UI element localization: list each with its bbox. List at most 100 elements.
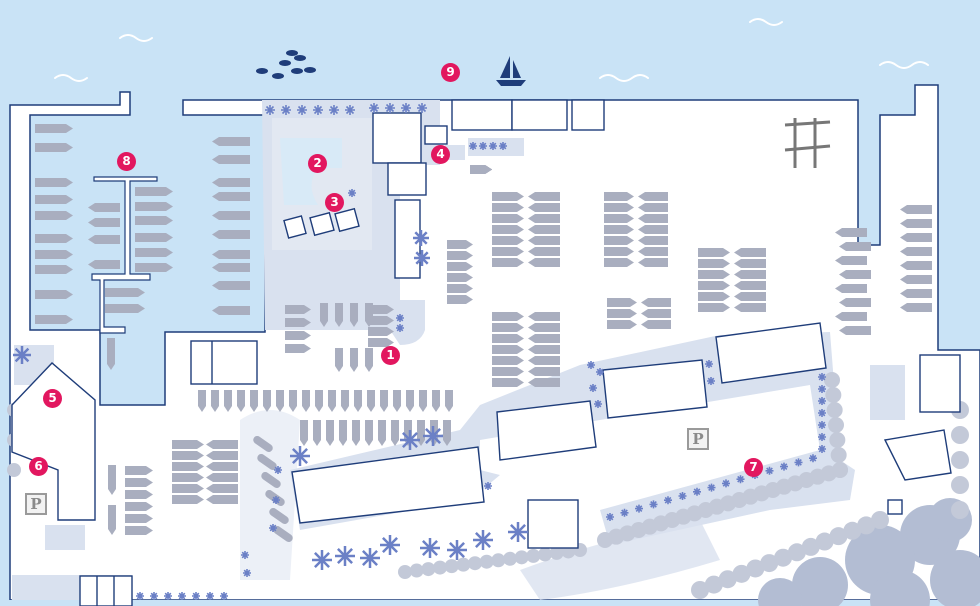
marker-9[interactable]: 9 xyxy=(441,63,460,82)
hedge xyxy=(526,548,541,563)
wave-icon xyxy=(54,18,929,82)
hedge xyxy=(691,581,709,599)
boat xyxy=(604,203,634,212)
boat xyxy=(604,214,634,223)
boat xyxy=(447,251,473,260)
boat xyxy=(125,466,153,475)
boat xyxy=(350,348,358,372)
buildings xyxy=(11,99,961,606)
boat xyxy=(302,390,310,412)
palm-tree xyxy=(178,592,186,600)
boat xyxy=(528,356,560,365)
parking-sign: P xyxy=(25,493,47,515)
palm-tree xyxy=(241,551,249,559)
boat xyxy=(35,211,73,220)
palm-tree xyxy=(290,446,310,466)
hedge xyxy=(828,417,844,433)
boat xyxy=(492,225,524,234)
hedge xyxy=(444,559,459,574)
boat xyxy=(528,345,560,354)
palm-tree xyxy=(313,105,323,115)
palm-tree xyxy=(678,492,687,500)
boat xyxy=(447,262,473,271)
boat xyxy=(604,225,634,234)
palm-tree xyxy=(272,496,280,504)
boat xyxy=(368,305,394,314)
boat xyxy=(528,312,560,321)
palm-tree xyxy=(243,569,251,577)
palm-tree xyxy=(206,592,214,600)
marina-pier xyxy=(91,176,158,334)
boat xyxy=(250,390,258,412)
boat xyxy=(900,275,932,284)
boat xyxy=(734,303,766,312)
boat xyxy=(492,214,524,223)
palm-trees xyxy=(13,103,826,600)
boat xyxy=(393,390,401,412)
hedge xyxy=(7,463,21,477)
boat xyxy=(125,526,153,535)
palm-tree xyxy=(369,103,379,113)
boat xyxy=(900,205,932,214)
palm-tree xyxy=(469,142,477,150)
hedges xyxy=(7,372,969,599)
hedge xyxy=(774,548,793,567)
palm-tree xyxy=(400,430,420,450)
boat xyxy=(447,240,473,249)
marker-3[interactable]: 3 xyxy=(325,193,344,212)
palm-tree xyxy=(473,530,493,550)
boat xyxy=(105,288,145,297)
boat xyxy=(88,235,120,244)
marker-4[interactable]: 4 xyxy=(431,145,450,164)
marker-8[interactable]: 8 xyxy=(117,152,136,171)
palm-tree xyxy=(818,373,826,381)
boat xyxy=(354,390,362,412)
boat xyxy=(492,323,524,332)
boat xyxy=(492,312,524,321)
tree-cluster xyxy=(930,550,980,606)
swimming-pool xyxy=(280,138,342,205)
palm-tree xyxy=(396,324,404,332)
marker-2[interactable]: 2 xyxy=(308,154,327,173)
palm-tree xyxy=(736,475,745,484)
marker-6[interactable]: 6 xyxy=(29,457,48,476)
palm-tree xyxy=(420,538,440,558)
boat xyxy=(172,484,204,493)
hedge xyxy=(830,447,847,463)
hedge xyxy=(951,501,969,519)
hedge xyxy=(456,557,471,572)
hedge xyxy=(491,553,506,568)
boat xyxy=(835,284,867,293)
hedge xyxy=(409,563,424,578)
boat xyxy=(492,356,524,365)
boat xyxy=(835,256,867,265)
hedge xyxy=(857,516,876,535)
boat xyxy=(900,261,932,270)
boat xyxy=(125,502,153,511)
boat xyxy=(107,338,115,370)
boat xyxy=(528,225,560,234)
boat xyxy=(391,420,399,446)
palm-tree xyxy=(396,314,404,322)
boat xyxy=(263,390,271,412)
hedge xyxy=(479,554,494,569)
boat xyxy=(135,216,173,225)
boat xyxy=(641,320,671,329)
boat xyxy=(900,289,932,298)
boat xyxy=(198,390,206,412)
boat xyxy=(839,270,871,279)
boat xyxy=(339,420,347,446)
palm-tree xyxy=(265,105,275,115)
tree-cluster xyxy=(792,557,848,606)
boat xyxy=(341,390,349,412)
palm-tree xyxy=(705,360,713,368)
marker-1[interactable]: 1 xyxy=(381,346,400,365)
marker-7[interactable]: 7 xyxy=(744,458,763,477)
palm-tree xyxy=(693,487,701,496)
hedge xyxy=(824,372,840,388)
hedge xyxy=(815,532,834,551)
marker-5[interactable]: 5 xyxy=(43,389,62,408)
boat xyxy=(641,309,671,318)
boat xyxy=(35,178,73,187)
